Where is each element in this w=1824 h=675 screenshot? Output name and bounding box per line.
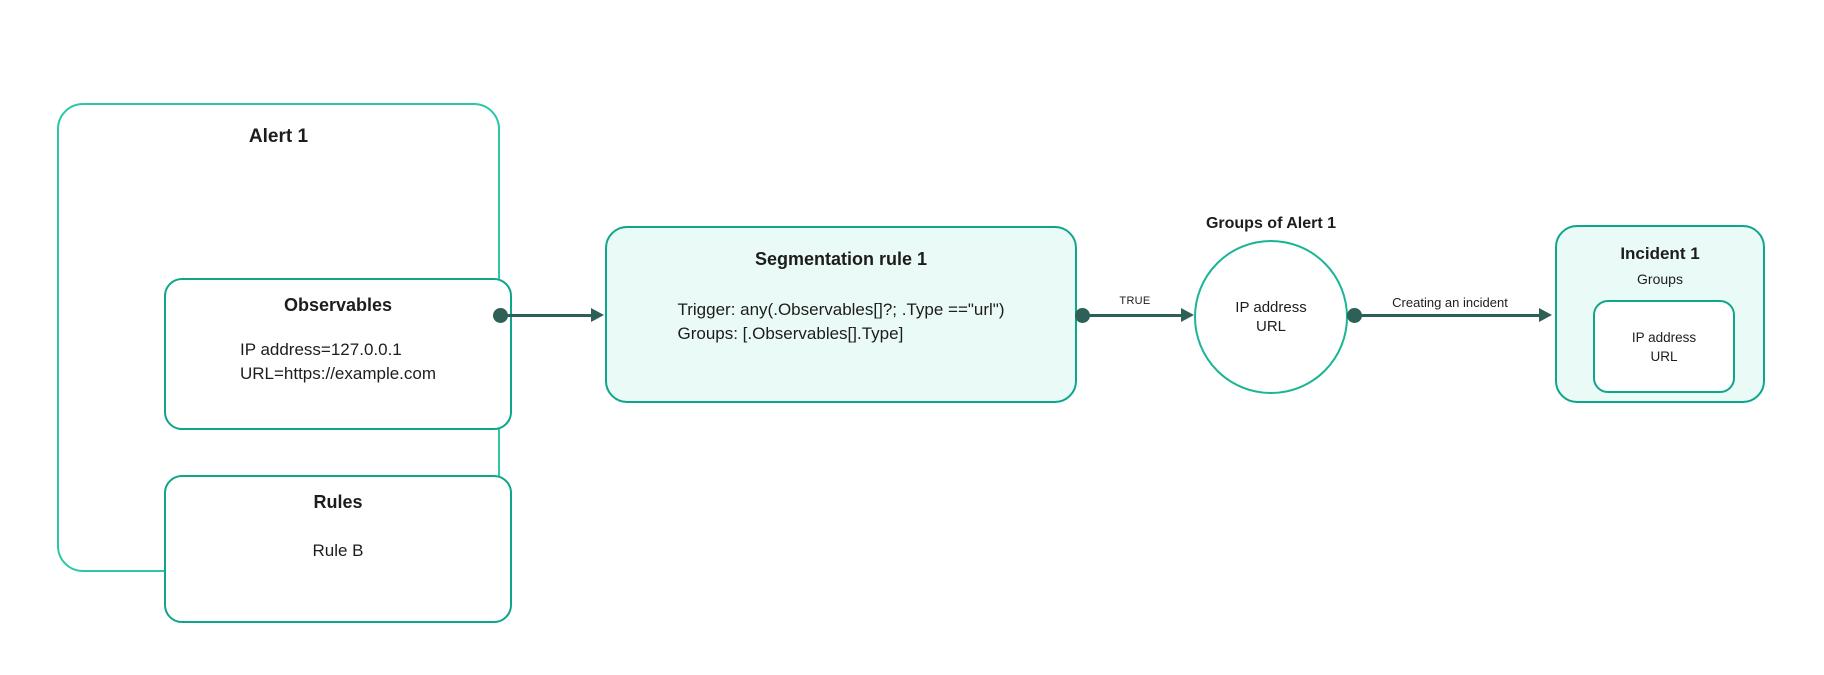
edge-groups-to-incident [1354,314,1540,317]
arrowhead-icon [591,308,604,322]
incident-title: Incident 1 [1620,244,1700,263]
segmentation-trigger-line: Trigger: any(.Observables[]?; .Type =="u… [677,300,1005,319]
incident-box: Incident 1 Groups IP address URL [1555,225,1765,403]
arrowhead-icon [1539,308,1552,322]
observables-box: Observables IP address=127.0.0.1 URL=htt… [164,278,512,430]
incident-group-line: IP address [1631,329,1697,345]
segmentation-groups-line: Groups: [.Observables[].Type] [677,324,904,343]
observables-body: IP address=127.0.0.1 URL=https://example… [166,338,510,386]
segmentation-rule-body: Trigger: any(.Observables[]?; .Type =="u… [607,298,1075,346]
alert-box: Alert 1 Observables IP address=127.0.0.1… [57,103,512,623]
incident-groups-box: IP address URL [1593,300,1735,393]
observables-title: Observables [283,295,393,315]
alert-title: Alert 1 [248,126,309,147]
rule-line: Rule B [312,541,364,560]
groups-circle-title: Groups of Alert 1 [1205,215,1337,232]
segmentation-rule-box: Segmentation rule 1 Trigger: any(.Observ… [605,226,1077,403]
group-line: IP address [1235,299,1307,316]
true-label: TRUE [1119,295,1151,307]
rules-title: Rules [313,492,363,512]
groups-circle: IP address URL [1194,240,1348,394]
edge-segmentation-to-groups [1082,314,1182,317]
segmentation-rule-title: Segmentation rule 1 [754,249,928,269]
arrowhead-icon [1181,308,1194,322]
observable-line: IP address=127.0.0.1 [239,340,402,359]
incident-group-line: URL [1650,348,1678,364]
edge-alert-to-segmentation [500,314,592,317]
rules-box: Rules Rule B [164,475,512,623]
group-line: URL [1255,318,1286,335]
creating-incident-label: Creating an incident [1392,295,1508,310]
observable-line: URL=https://example.com [239,364,437,383]
rules-body: Rule B [166,539,510,563]
incident-subtitle: Groups [1637,271,1683,287]
